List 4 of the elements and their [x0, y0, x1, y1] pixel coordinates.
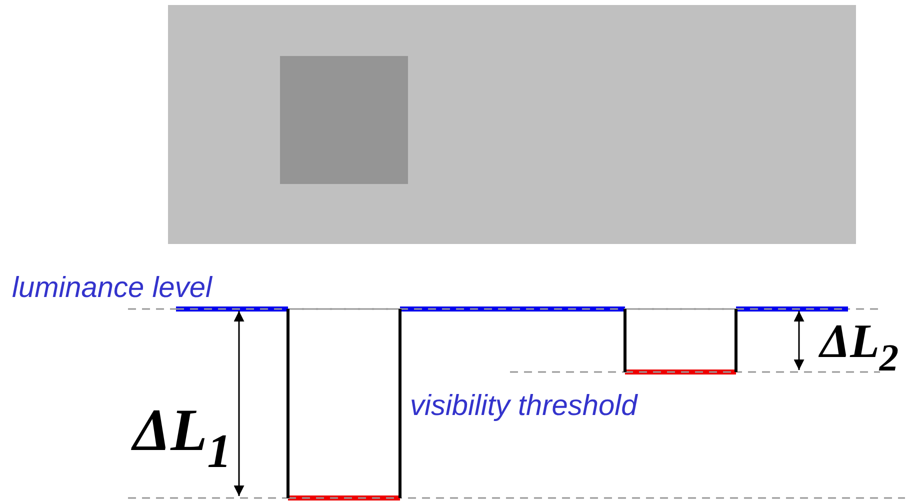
- dimension-label: ΔL$_{1}$: [133, 400, 232, 476]
- dimension-label: ΔL$_{2}$: [820, 318, 899, 378]
- axis-label: luminance level: [12, 274, 212, 303]
- threshold-label: visibility threshold: [410, 392, 638, 421]
